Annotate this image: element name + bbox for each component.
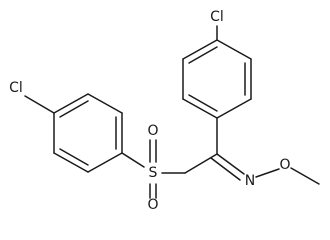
atom-oxygen-top: O <box>147 123 158 139</box>
atom-nitrogen: N <box>245 173 255 189</box>
ring-right-bond <box>216 98 252 119</box>
atom-sulfur: S <box>149 165 158 181</box>
ring-left-bond <box>53 152 89 173</box>
atom-cl-left: Cl <box>9 80 23 96</box>
sulfonyl-linkage <box>121 139 218 199</box>
ring-left-double-bond <box>59 148 89 166</box>
atom-cl-right: Cl <box>210 9 224 25</box>
bond-o-methyl <box>290 167 320 185</box>
bond-s-ring-left <box>121 152 145 168</box>
ring-left-double-bond <box>59 100 89 118</box>
ring-left-bond <box>87 152 123 173</box>
ring-right-bond <box>216 39 252 60</box>
oxime-ether-chain <box>210 117 320 185</box>
ring-left-bond <box>53 93 89 114</box>
chlorophenyl-ring-right <box>182 25 252 119</box>
ring-right-bond <box>182 39 218 60</box>
atom-labels: Cl Cl S O O N O <box>9 9 290 212</box>
ring-right-bond <box>182 98 218 119</box>
atom-oxygen-bottom: O <box>147 197 158 212</box>
ring-left-bond <box>87 93 123 114</box>
atom-oxygen-ether: O <box>279 157 290 173</box>
chlorophenyl-ring-left <box>24 93 123 173</box>
bond-imine-ch2 <box>184 153 218 174</box>
bond-c-n-double-second <box>210 157 241 181</box>
bond-cl-ring-left <box>24 95 55 114</box>
bond-n-o <box>255 168 280 178</box>
chemical-structure: Cl Cl S O O N O <box>9 9 320 212</box>
ring-right-double-bond <box>188 46 218 64</box>
ring-right-double-bond <box>188 94 218 112</box>
bond-c-n-double <box>216 153 245 175</box>
